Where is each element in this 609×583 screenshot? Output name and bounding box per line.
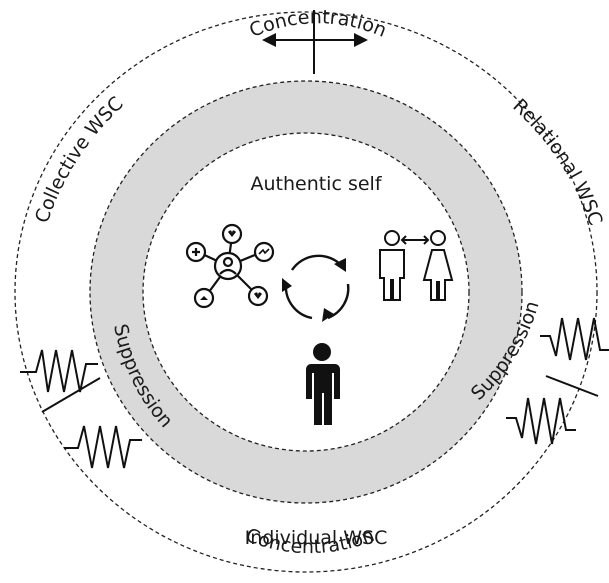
outer-label-individual: Individual WSC bbox=[245, 527, 388, 549]
outer-label-relational: Relational WSC bbox=[508, 95, 606, 228]
zigzag-spring-icon bbox=[506, 317, 609, 445]
cycle-arrows-icon bbox=[282, 254, 350, 322]
band-label-top: Concentration bbox=[246, 6, 389, 42]
inner-circle bbox=[142, 132, 470, 452]
outer-ring bbox=[14, 11, 598, 573]
double-arrow-icon bbox=[262, 10, 368, 74]
man-woman-exchange-icon bbox=[379, 230, 454, 301]
person-icon bbox=[306, 343, 340, 425]
zigzag-spring-icon bbox=[20, 349, 142, 469]
center-label: Authentic self bbox=[250, 173, 382, 195]
network-icon bbox=[185, 223, 275, 309]
